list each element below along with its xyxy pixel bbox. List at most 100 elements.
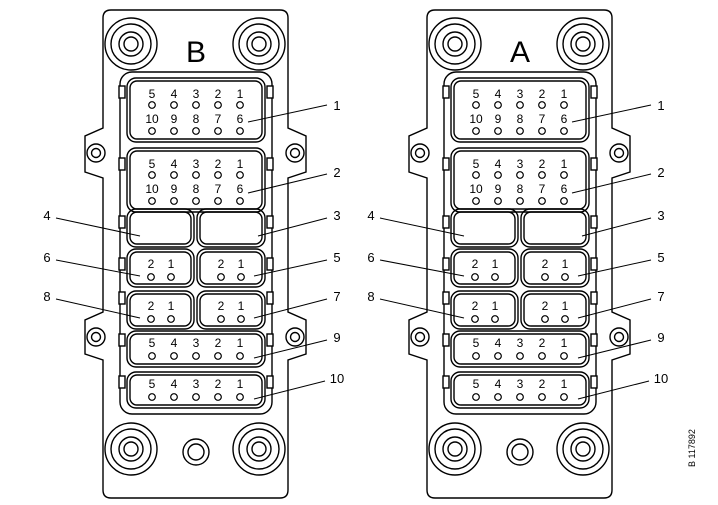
pin-number: 1 bbox=[562, 257, 569, 271]
pin-number: 2 bbox=[215, 377, 222, 391]
pin-number: 4 bbox=[495, 157, 502, 171]
pin-number: 9 bbox=[171, 182, 178, 196]
pin-number: 5 bbox=[149, 87, 156, 101]
callout-number-5: 5 bbox=[333, 250, 340, 265]
pin bbox=[472, 127, 480, 135]
side-tab bbox=[118, 333, 126, 347]
pin-number: 1 bbox=[237, 157, 244, 171]
side-tab bbox=[118, 257, 126, 271]
callout-number-6: 6 bbox=[367, 250, 374, 265]
pin-number: 3 bbox=[193, 157, 200, 171]
pin bbox=[538, 171, 546, 179]
pin-number: 2 bbox=[215, 157, 222, 171]
pin-number: 1 bbox=[492, 299, 499, 313]
side-tab bbox=[118, 375, 126, 389]
figure-code: B 117892 bbox=[687, 429, 697, 467]
pin-number: 5 bbox=[473, 377, 480, 391]
leader-line bbox=[253, 298, 328, 319]
pin bbox=[494, 127, 502, 135]
side-tab bbox=[118, 215, 126, 229]
pin bbox=[192, 101, 200, 109]
side-tab bbox=[590, 215, 598, 229]
pin bbox=[167, 315, 175, 323]
pin bbox=[214, 171, 222, 179]
pin-number: 1 bbox=[237, 87, 244, 101]
pin-number: 1 bbox=[492, 257, 499, 271]
pin-number: 5 bbox=[473, 336, 480, 350]
bolt-bottom-left bbox=[104, 422, 158, 476]
side-tab bbox=[266, 291, 274, 305]
pin bbox=[516, 393, 524, 401]
pin bbox=[148, 393, 156, 401]
connector-panel bbox=[443, 71, 597, 415]
pin-number: 1 bbox=[561, 87, 568, 101]
side-tab bbox=[590, 333, 598, 347]
pin bbox=[148, 127, 156, 135]
pin bbox=[148, 352, 156, 360]
callout-number-8: 8 bbox=[43, 289, 50, 304]
pin bbox=[167, 273, 175, 281]
pin-number: 3 bbox=[517, 87, 524, 101]
pin bbox=[471, 273, 479, 281]
callout-number-1: 1 bbox=[657, 98, 664, 113]
pin-number: 8 bbox=[517, 182, 524, 196]
pin bbox=[516, 197, 524, 205]
pin bbox=[214, 197, 222, 205]
pin-number: 10 bbox=[145, 182, 159, 196]
pin-number: 10 bbox=[469, 112, 483, 126]
pin bbox=[516, 352, 524, 360]
leader-line bbox=[257, 217, 328, 237]
pin bbox=[560, 101, 568, 109]
pin-number: 1 bbox=[562, 299, 569, 313]
connector-4 bbox=[450, 208, 519, 248]
pin-number: 2 bbox=[472, 257, 479, 271]
side-tab bbox=[442, 333, 450, 347]
pin bbox=[491, 273, 499, 281]
leader-line bbox=[577, 298, 652, 319]
leader-line bbox=[55, 259, 141, 277]
block-label: B bbox=[186, 36, 206, 69]
pin-number: 6 bbox=[561, 112, 568, 126]
side-tab bbox=[442, 375, 450, 389]
pin bbox=[170, 127, 178, 135]
pin bbox=[538, 197, 546, 205]
pin bbox=[538, 352, 546, 360]
pin-number: 5 bbox=[473, 157, 480, 171]
callout-number-10: 10 bbox=[654, 371, 668, 386]
pin-number: 6 bbox=[237, 182, 244, 196]
pin bbox=[472, 393, 480, 401]
pin-number: 9 bbox=[495, 182, 502, 196]
pin bbox=[561, 315, 569, 323]
mounting-hole bbox=[86, 143, 106, 163]
pin-number: 3 bbox=[193, 377, 200, 391]
pin-number: 2 bbox=[218, 299, 225, 313]
pin bbox=[214, 352, 222, 360]
pin bbox=[472, 101, 480, 109]
bolt-top-right bbox=[232, 17, 286, 71]
block-label: A bbox=[510, 36, 530, 69]
pin-number: 7 bbox=[215, 182, 222, 196]
pin-number: 2 bbox=[148, 299, 155, 313]
pin bbox=[170, 197, 178, 205]
callout-number-9: 9 bbox=[333, 330, 340, 345]
callout-number-6: 6 bbox=[43, 250, 50, 265]
pin-number: 2 bbox=[539, 336, 546, 350]
pin-number: 1 bbox=[237, 377, 244, 391]
callout-number-3: 3 bbox=[333, 208, 340, 223]
pin-number: 2 bbox=[472, 299, 479, 313]
pin bbox=[516, 171, 524, 179]
leader-line bbox=[581, 217, 652, 237]
leader-line bbox=[571, 104, 652, 123]
pin-number: 5 bbox=[149, 336, 156, 350]
leader-line bbox=[247, 104, 328, 123]
pin-number: 1 bbox=[561, 336, 568, 350]
pin bbox=[148, 197, 156, 205]
side-tab bbox=[266, 257, 274, 271]
